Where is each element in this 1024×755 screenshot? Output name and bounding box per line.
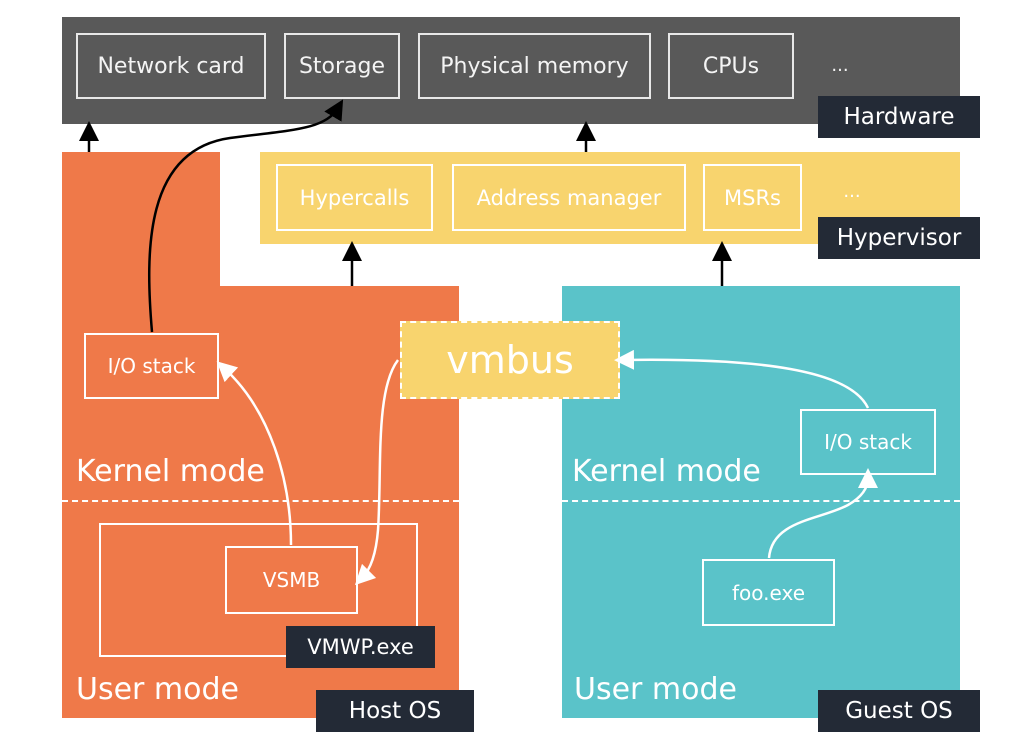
host-mode-divider [62,500,459,502]
hv-msrs: MSRs [703,164,802,231]
guest-io-stack-to-vmbus-arrow [614,349,870,409]
host-kernel-mode-label: Kernel mode [76,454,265,489]
host-user-mode-label: User mode [76,672,239,707]
guest-mode-divider [562,500,960,502]
hw-cpus: CPUs [668,33,794,99]
hw-storage: Storage [284,33,400,99]
hv-ellipsis: ... [843,180,861,202]
foo-exe-to-io-stack-arrow [767,468,878,559]
io-stack-to-storage-arrow [147,99,344,333]
host-os-top-strip [62,152,220,292]
guest-user-mode-label: User mode [574,672,737,707]
hw-network-card: Network card [76,33,266,99]
guest-kernel-mode-label: Kernel mode [572,454,761,489]
host-os-label: Host OS [316,690,474,732]
guest-os-label: Guest OS [818,690,980,732]
hw-ellipsis: ... [831,54,849,76]
hv-address-manager: Address manager [452,164,686,231]
hw-physical-memory: Physical memory [418,33,651,99]
vmwp-exe-label: VMWP.exe [286,626,435,668]
vmbus-box: vmbus [400,321,620,399]
vmbus-to-vsmb-arrow [354,359,399,586]
vsmb-to-io-stack-arrow [216,361,293,546]
guest-foo-exe: foo.exe [702,559,835,626]
hv-hypercalls: Hypercalls [276,164,433,231]
vmwp-process-box [99,523,418,657]
hypervisor-label: Hypervisor [818,217,980,259]
host-vsmb: VSMB [225,546,358,614]
hardware-label: Hardware [818,96,980,138]
